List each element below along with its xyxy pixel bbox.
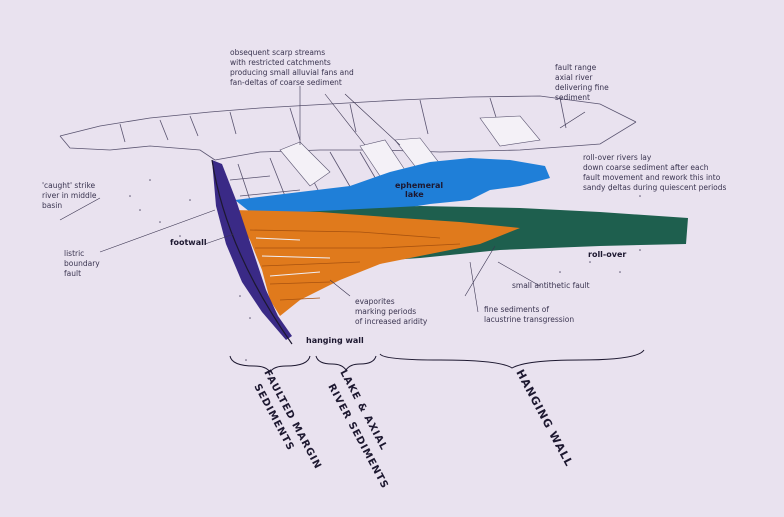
sediment-streaks xyxy=(249,229,461,301)
rollover-rivers-label-4: sandy deltas during quiescent periods xyxy=(583,183,727,192)
caught-river-label-1: 'caught' strike xyxy=(42,181,96,190)
evaporites-label-1: evaporites xyxy=(355,297,395,306)
axial-label-2: axial river xyxy=(555,73,593,82)
ephemeral-lake xyxy=(235,158,550,216)
rollover-label: roll-over xyxy=(588,250,626,259)
footwall-range-sketch xyxy=(59,95,637,201)
faulted-margin-sediments xyxy=(212,160,292,340)
fault-label-3: fault xyxy=(64,269,81,278)
caught-river-label-2: river in middle xyxy=(42,191,97,200)
fault-label-1: listric xyxy=(64,249,84,258)
section-braces xyxy=(229,349,645,373)
sketch-dots xyxy=(129,179,641,361)
orange-sediment-wedge xyxy=(230,210,520,316)
obsequent-label-3: producing small alluvial fans and xyxy=(230,68,354,77)
obsequent-label-2: with restricted catchments xyxy=(230,58,331,67)
rollover-rivers-label-3: fault movement and rework this into xyxy=(583,173,721,182)
white-interbeds xyxy=(255,237,331,277)
hanging-wall-big-label: HANGING WALL xyxy=(513,367,575,469)
axial-label-3: delivering fine xyxy=(555,83,609,92)
rollover-rivers-label-1: roll-over rivers lay xyxy=(583,153,652,162)
ephemeral-lake-label-1: ephemeral xyxy=(395,181,443,190)
footwall-label: footwall xyxy=(170,238,207,247)
obsequent-label-4: fan-deltas of coarse sediment xyxy=(230,78,342,87)
fine-sediments-label-2: lacustrine transgression xyxy=(484,315,574,324)
obsequent-label-1: obsequent scarp streams xyxy=(230,48,325,57)
fault-label-2: boundary xyxy=(64,259,100,268)
leader-lines xyxy=(59,86,586,313)
evaporites-label-3: of increased aridity xyxy=(355,317,428,326)
hanging-wall-small-label: hanging wall xyxy=(306,336,364,345)
axial-label-1: fault range xyxy=(555,63,597,72)
listric-fault-line xyxy=(211,159,293,345)
antithetic-fault-label: small antithetic fault xyxy=(512,281,590,290)
rollover-rivers-label-2: down coarse sediment after each xyxy=(583,163,709,172)
fine-sediments-label-1: fine sediments of xyxy=(484,305,549,314)
axial-label-4: sediment xyxy=(555,93,590,102)
ephemeral-lake-label-2: lake xyxy=(405,190,424,199)
caught-river-label-3: basin xyxy=(42,201,62,210)
alluvial-fans xyxy=(279,115,541,187)
evaporites-label-2: marking periods xyxy=(355,307,416,316)
